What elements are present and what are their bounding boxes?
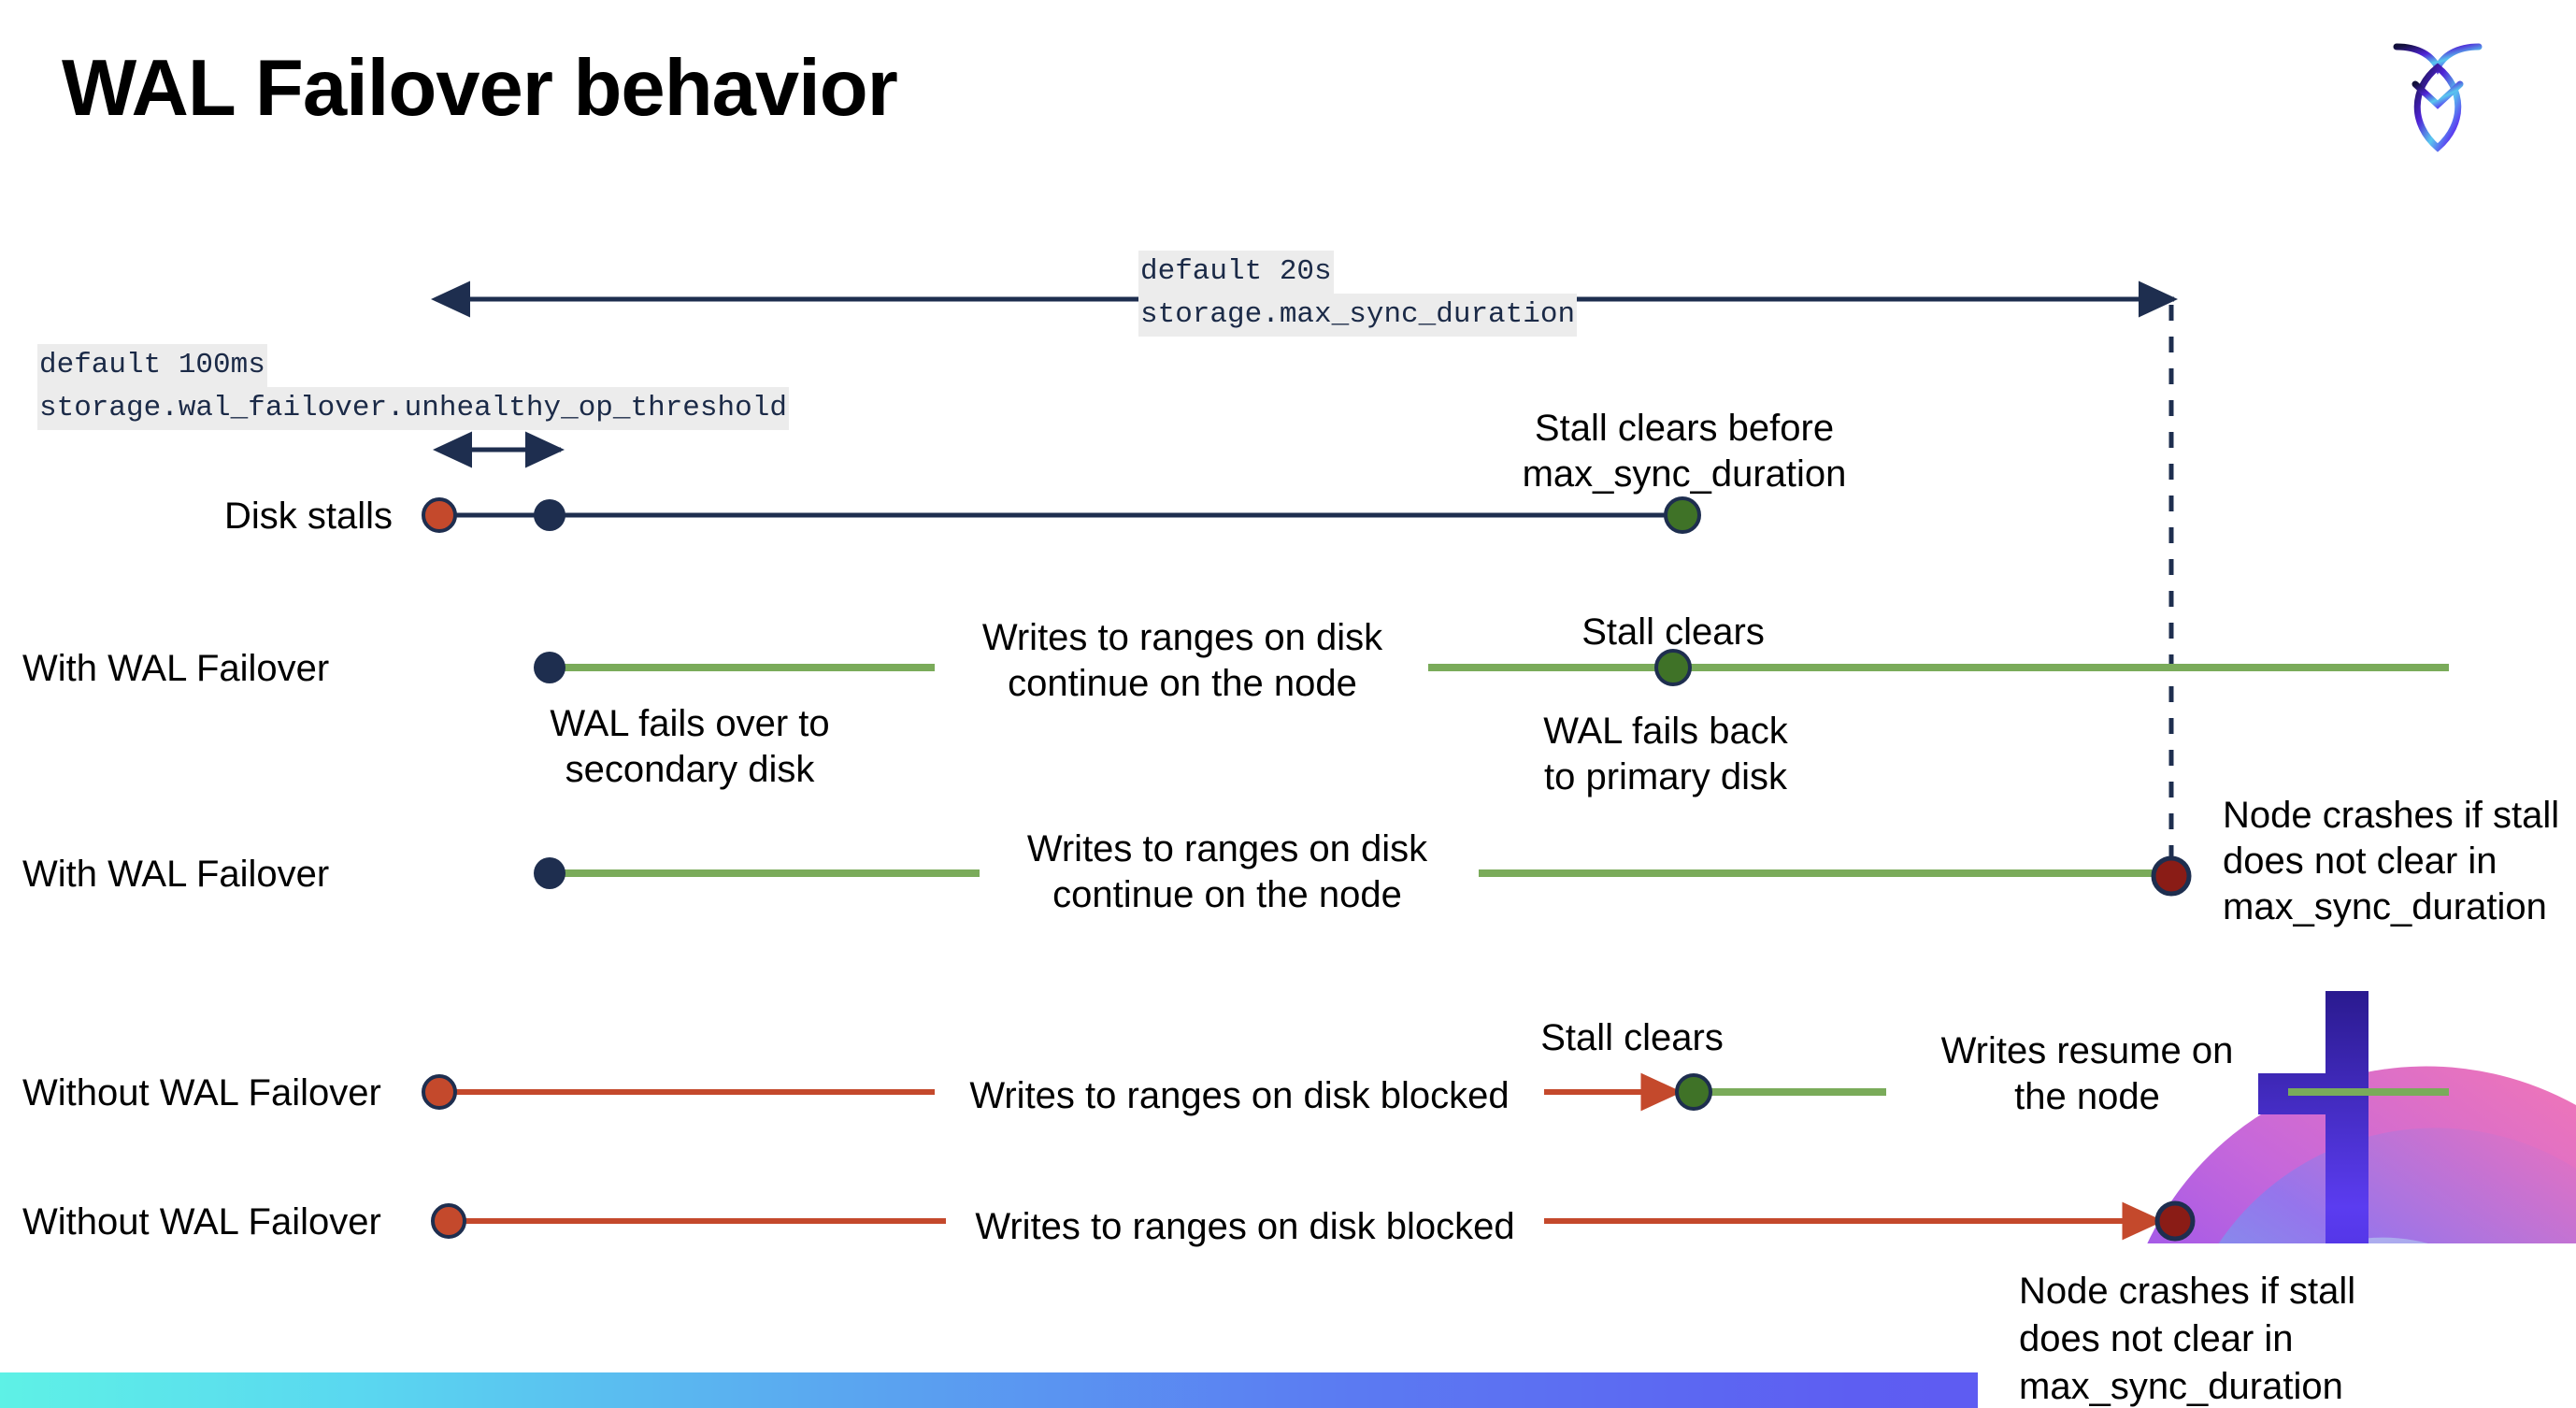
annotation-max-sync-setting: storage.max_sync_duration (1138, 294, 1578, 338)
callout-stall-clears-2: Stall clears (1540, 1017, 1724, 1058)
annotation-max-sync-default: default 20s (1138, 251, 1334, 295)
row-with-wal-failover-2-track (534, 855, 2192, 897)
callout-wal-fails-back: WAL fails back to primary disk (1543, 711, 1788, 797)
callout-writes-blocked-2: Writes to ranges on disk blocked (975, 1206, 1515, 1247)
row-without-wal-failover-1-track (422, 1072, 2449, 1112)
callout-writes-continue-2: Writes to ranges on disk continue on the… (1026, 828, 1428, 915)
row-without-wal-failover-2-track (431, 1200, 2196, 1242)
callout-writes-blocked-1: Writes to ranges on disk blocked (969, 1075, 1510, 1116)
row-label-without-wal-failover-1: Without WAL Failover (22, 1072, 381, 1113)
row-label-disk-stalls: Disk stalls (224, 496, 394, 537)
row-with-wal-failover-1-track (534, 649, 2449, 686)
row-disk-stalls-track (422, 496, 1701, 534)
callout-wal-fails-over: WAL fails over to secondary disk (550, 703, 830, 790)
callout-writes-resume: Writes resume on the node (1940, 1030, 2234, 1117)
annotation-unhealthy-default: default 100ms (37, 344, 267, 388)
callout-node-crashes-2-box: Node crashes if stall does not clear in … (1978, 1243, 2576, 1408)
annotation-max-sync-duration: default 20s storage.max_sync_duration (1138, 251, 1578, 338)
row-label-without-wal-failover-2: Without WAL Failover (22, 1201, 381, 1243)
cockroachdb-logo-icon (2393, 43, 2483, 152)
callout-stall-clears-before-max-sync: Stall clears before max_sync_duration (1522, 408, 1847, 495)
callout-stall-clears-1: Stall clears (1581, 611, 1765, 653)
callout-writes-continue-1: Writes to ranges on disk continue on the… (981, 617, 1383, 704)
annotation-unhealthy-op-threshold: default 100ms storage.wal_failover.unhea… (37, 344, 789, 431)
callout-node-crashes-1: Node crashes if stall does not clear in … (2223, 795, 2560, 927)
annotation-unhealthy-setting: storage.wal_failover.unhealthy_op_thresh… (37, 387, 789, 431)
callout-node-crashes-2: Node crashes if stall does not clear in … (2019, 1271, 2356, 1408)
row-label-with-wal-failover-2: With WAL Failover (22, 854, 330, 895)
row-label-with-wal-failover-1: With WAL Failover (22, 648, 330, 689)
page-title: WAL Failover behavior (62, 44, 898, 133)
